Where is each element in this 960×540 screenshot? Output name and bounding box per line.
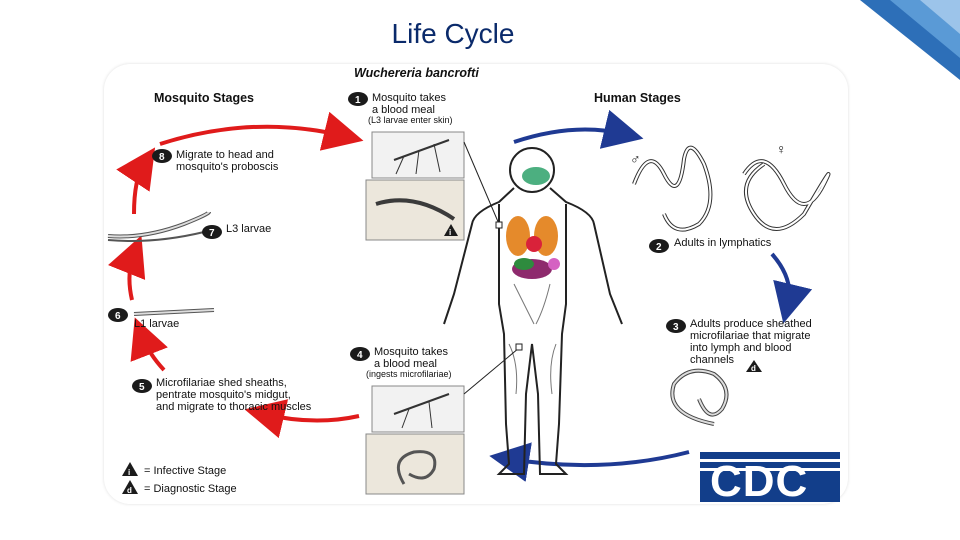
stage-3: 3 Adults produce sheathed microfilariae … (666, 318, 812, 366)
stage-1-note: (L3 larvae enter skin) (368, 115, 453, 125)
stage-4-line-1: Mosquito takes (374, 346, 448, 358)
stage-5-line-1: Microfilariae shed sheaths, (156, 377, 287, 389)
legend-diagnostic: d = Diagnostic Stage (122, 480, 237, 495)
human-stages-header: Human Stages (594, 91, 681, 105)
stage-3-line-4: channels (690, 354, 735, 366)
l3-larvae-drawing (107, 210, 211, 242)
stage-3-line-3: into lymph and blood (690, 342, 792, 354)
arrow-2-to-3 (770, 252, 813, 324)
human-body (443, 147, 623, 475)
male-symbol: ♂ (630, 151, 641, 167)
stage-4-line-2: a blood meal (374, 358, 437, 370)
mosquito-image-top (371, 131, 465, 179)
arrow-1-to-2 (513, 109, 644, 149)
svg-text:d: d (127, 486, 132, 495)
infective-marker-l3: i (444, 224, 458, 237)
stage-8-line-1: Migrate to head and (176, 149, 274, 161)
stage-1: 1 Mosquito takes a blood meal (L3 larvae… (348, 92, 453, 125)
stage-1-line-1: Mosquito takes (372, 92, 446, 104)
cdc-logo-text: CDC (710, 457, 808, 504)
arrow-6-to-7 (108, 235, 146, 301)
arrow-3-to-4 (489, 442, 690, 482)
stage-6-number: 6 (115, 311, 121, 322)
stage-4: 4 Mosquito takes a blood meal (ingests m… (350, 346, 452, 379)
diagnostic-marker-stage-3: d (746, 360, 762, 373)
arrow-4-to-5 (244, 399, 360, 439)
stage-5: 5 Microfilariae shed sheaths, pentrate m… (132, 377, 312, 413)
microfilaria-coil-image (670, 368, 729, 426)
stage-7-label: L3 larvae (226, 223, 271, 235)
stage-2: 2 Adults in lymphatics (649, 237, 772, 253)
legend-infective: i = Infective Stage (122, 462, 226, 477)
stage-3-line-2: microfilariae that migrate (690, 330, 810, 342)
stage-3-number: 3 (673, 322, 679, 333)
connector-bottom (463, 347, 520, 395)
stage-5-line-2: pentrate mosquito's midgut, (156, 389, 291, 401)
stage-5-number: 5 (139, 382, 145, 393)
female-symbol: ♀ (776, 141, 787, 157)
stage-7-number: 7 (209, 228, 215, 239)
connector-top (463, 141, 500, 225)
adult-worms-image: ♂ ♀ (630, 141, 831, 232)
l1-larvae-drawing (133, 308, 215, 316)
stage-3-line-1: Adults produce sheathed (690, 318, 812, 330)
corner-decoration (820, 0, 960, 80)
stage-4-number: 4 (357, 350, 363, 361)
lifecycle-diagram: Wuchereria bancrofti Mosquito Stages Hum… (104, 64, 848, 506)
legend: i = Infective Stage d = Diagnostic Stage (122, 462, 237, 495)
svg-text:i: i (449, 228, 451, 237)
arrow-5-to-6 (130, 317, 168, 372)
stage-6-label: L1 larvae (134, 318, 179, 330)
stage-8-line-2: mosquito's proboscis (176, 161, 279, 173)
stage-7: 7 L3 larvae (202, 223, 271, 239)
slide-title: Life Cycle (391, 18, 515, 49)
mosquito-image-bottom (371, 385, 465, 433)
stage-6: 6 L1 larvae (108, 308, 179, 330)
arrow-8-to-1 (159, 111, 364, 151)
mosquito-stages-header: Mosquito Stages (154, 91, 254, 105)
legend-infective-label: = Infective Stage (144, 465, 226, 477)
stage-8-number: 8 (159, 152, 165, 163)
arrow-7-to-8 (116, 147, 156, 215)
stage-8: 8 Migrate to head and mosquito's probosc… (152, 149, 279, 173)
stage-5-line-3: and migrate to thoracic muscles (156, 401, 312, 413)
bite-marker-bottom (515, 343, 523, 351)
svg-text:i: i (128, 468, 130, 477)
svg-text:d: d (751, 364, 756, 373)
microfilariae-image (365, 433, 465, 495)
stage-2-number: 2 (656, 242, 662, 253)
stage-1-line-2: a blood meal (372, 104, 435, 116)
bite-marker-top (495, 221, 503, 229)
stage-2-label: Adults in lymphatics (674, 237, 772, 249)
cdc-logo: CDC (700, 452, 840, 506)
species-name: Wuchereria bancrofti (354, 66, 479, 80)
legend-diagnostic-label: = Diagnostic Stage (144, 483, 237, 495)
stage-1-number: 1 (355, 95, 361, 106)
stage-4-note: (ingests microfilariae) (366, 369, 452, 379)
